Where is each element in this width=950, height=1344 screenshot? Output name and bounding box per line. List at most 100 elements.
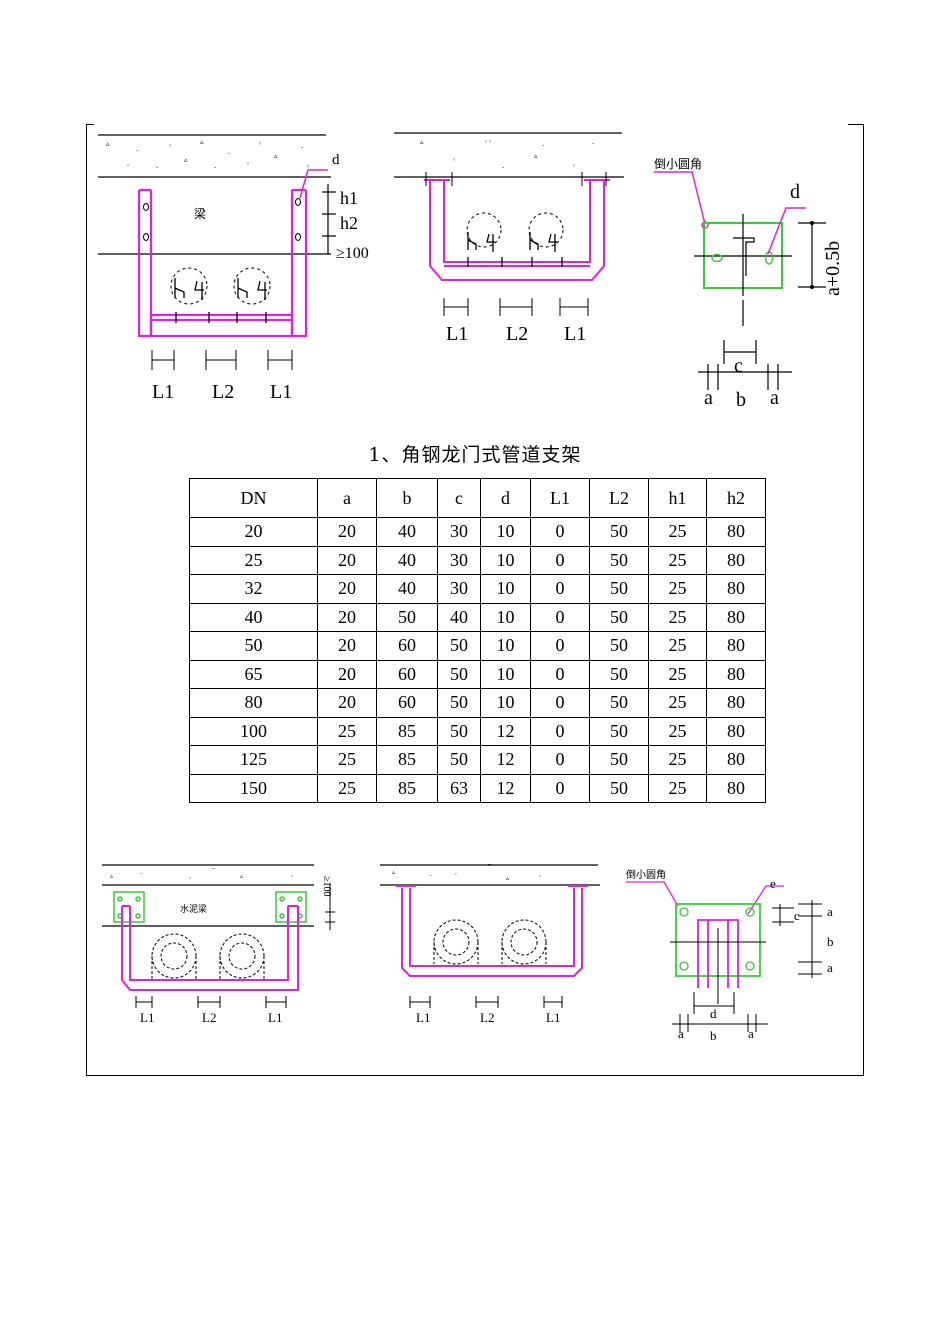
table-cell: 30: [437, 574, 481, 604]
header-l2: L2: [589, 478, 649, 518]
table-cell: 0: [530, 574, 590, 604]
label-min-clearance: ≥100: [321, 876, 332, 897]
table-cell: 80: [706, 631, 766, 661]
table-cell: 125: [189, 745, 318, 775]
table-cell: 25: [189, 545, 318, 575]
label-min-clearance: ≥100: [336, 245, 369, 262]
table-cell: 50: [437, 659, 481, 689]
svg-text:◦: ◦: [452, 156, 456, 164]
table-cell: 80: [706, 688, 766, 718]
chamfer-leader: [626, 881, 679, 907]
page-frame: [86, 124, 864, 1076]
label-a-bottom: a: [827, 960, 833, 975]
svg-text:▵: ▵: [392, 869, 395, 876]
frame-corner-left: [86, 124, 94, 125]
table-cell: 80: [706, 517, 766, 547]
table-header-row: DN a b c d L1 L2 h1 h2: [189, 478, 766, 518]
channel-section: [697, 919, 739, 988]
table-cell: 80: [706, 574, 766, 604]
label-L1-right: L1: [564, 323, 586, 345]
label-L1-right: L1: [268, 1010, 282, 1025]
svg-text:–: –: [212, 865, 215, 872]
table-cell: 12: [480, 716, 531, 746]
table-cell: 40: [376, 545, 438, 575]
table-cell: 10: [480, 659, 531, 689]
label-L1-right: L1: [270, 381, 292, 403]
table-cell: 0: [530, 631, 590, 661]
table-cell: 20: [317, 688, 377, 718]
svg-text:◦: ◦: [188, 875, 192, 882]
svg-text:·: ·: [156, 164, 158, 172]
header-d: d: [480, 478, 531, 518]
label-a-right: a: [748, 1026, 754, 1041]
label-d: d: [710, 1006, 717, 1021]
header-dn: DN: [189, 478, 318, 518]
table-cell: 0: [530, 688, 590, 718]
svg-text:◦◦: ◦◦: [484, 138, 492, 146]
svg-text:◦: ◦: [126, 162, 130, 170]
table-cell: 25: [648, 745, 707, 775]
pipe-outlines: [151, 933, 265, 980]
gantry-support: [424, 179, 610, 281]
table-cell: 32: [189, 574, 318, 604]
label-d: d: [790, 181, 800, 203]
table-cell: 50: [437, 716, 481, 746]
svg-text:▵: ▵: [110, 873, 113, 880]
table-cell: 20: [317, 602, 377, 632]
header-l1: L1: [530, 478, 590, 518]
svg-text:▵: ▵: [184, 156, 188, 164]
table-cell: 25: [317, 716, 377, 746]
table-cell: 80: [189, 688, 318, 718]
table-cell: 50: [376, 602, 438, 632]
label-L1-left: L1: [140, 1010, 154, 1025]
table-cell: 60: [376, 631, 438, 661]
svg-text:▵: ▵: [240, 873, 243, 880]
gantry-support: [396, 885, 588, 977]
svg-text:▵: ▵: [200, 138, 204, 146]
table-cell: 20: [317, 545, 377, 575]
label-h2: h2: [340, 213, 358, 233]
drawing-gantry-slab-bolted: ▵·◦ –▵◦ L1 L2 L1: [380, 861, 600, 1025]
table-cell: 50: [589, 574, 649, 604]
chamfer-note: 倒小圆角: [654, 157, 702, 171]
label-e: e: [770, 876, 776, 891]
label-c: c: [794, 908, 800, 923]
table-cell: 25: [317, 773, 377, 803]
table-cell: 0: [530, 545, 590, 575]
svg-text:◦: ◦: [538, 873, 542, 880]
table-cell: 10: [480, 545, 531, 575]
table-cell: 50: [437, 745, 481, 775]
header-h2: h2: [706, 478, 766, 518]
svg-text:◦: ◦: [306, 163, 310, 171]
table-cell: 50: [589, 631, 649, 661]
svg-text:·: ·: [140, 871, 142, 878]
chamfer-note: 倒小圆角: [626, 869, 666, 881]
table-cell: 20: [317, 574, 377, 604]
table-cell: 10: [480, 688, 531, 718]
svg-text:▵: ▵: [506, 875, 509, 882]
table-cell: 12: [480, 745, 531, 775]
svg-text:▵: ▵: [106, 140, 110, 148]
svg-text:▵: ▵: [274, 152, 278, 160]
svg-text:·: ·: [592, 140, 594, 148]
header-b: b: [376, 478, 438, 518]
table-cell: 50: [589, 716, 649, 746]
table-cell: 0: [530, 602, 590, 632]
table-cell: 60: [376, 659, 438, 689]
svg-text:·: ·: [502, 164, 504, 172]
table-cell: 80: [706, 659, 766, 689]
table-cell: 85: [376, 745, 438, 775]
label-c: c: [734, 355, 743, 377]
table-cell: 0: [530, 517, 590, 547]
table-cell: 50: [589, 659, 649, 689]
table-cell: 80: [706, 716, 766, 746]
table-cell: 25: [317, 745, 377, 775]
leader-d: [299, 169, 328, 199]
